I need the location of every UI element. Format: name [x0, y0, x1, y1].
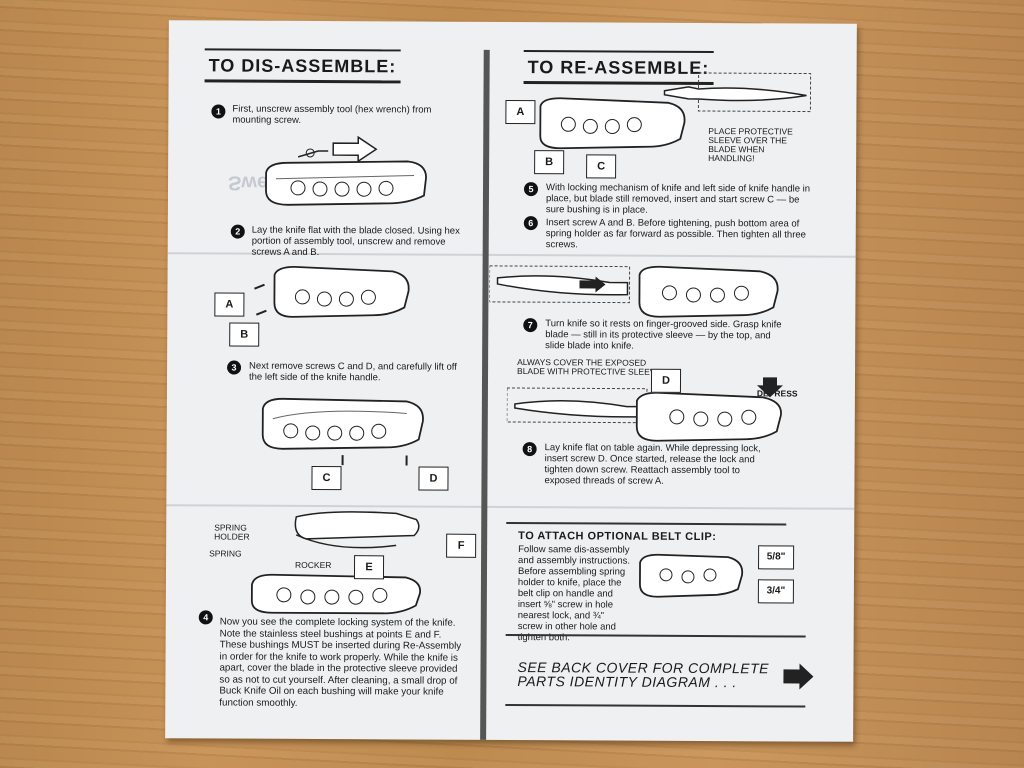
step-5-text: With locking mechanism of knife and left… [545, 182, 811, 216]
step-number: 1 [211, 104, 226, 119]
screw-size-5-8: 5/8" [758, 545, 795, 570]
screw-label-c: C [586, 154, 617, 179]
step-number: 4 [198, 610, 213, 625]
bottom-rule [505, 703, 806, 708]
belt-clip-text: Follow same dis-assembly and assembly in… [517, 544, 631, 644]
belt-clip-header: TO ATTACH OPTIONAL BELT CLIP: [518, 530, 717, 544]
screw-label-a: A [214, 292, 245, 317]
instruction-sheet: Sweater Knives TO DIS-ASSEMBLE: 1 First,… [165, 20, 857, 742]
screw-label-d: D [650, 368, 682, 393]
rocker-label: ROCKER [295, 559, 332, 571]
screw-size-3-4: 3/4" [757, 579, 794, 604]
step-number: 3 [227, 360, 242, 375]
bushing-label-f: F [446, 533, 477, 558]
knife-slide-blade-illustration [489, 265, 779, 318]
step-3-text: Next remove screws C and D, and carefull… [248, 360, 457, 384]
disassemble-header: TO DIS-ASSEMBLE: [204, 48, 401, 84]
step-8-text: Lay knife flat on table again. While dep… [544, 442, 761, 487]
knife-locking-system-illustration [250, 511, 422, 615]
screw-label-b: B [229, 322, 260, 347]
knife-belt-clip-illustration [639, 553, 744, 598]
clip-section-rule [506, 521, 787, 525]
step-number: 7 [523, 318, 538, 333]
step-number: 2 [230, 224, 245, 239]
screw-label-a: A [505, 99, 536, 125]
knife-screws-cd-illustration [261, 397, 424, 466]
step-number: 5 [523, 182, 539, 197]
step-2-text: Lay the knife flat with the blade closed… [251, 224, 460, 258]
knife-closed-illustration [265, 135, 427, 206]
step-number: 8 [522, 442, 537, 457]
back-cover-note: SEE BACK COVER FOR COMPLETE PARTS IDENTI… [517, 659, 770, 691]
screw-label-d: D [418, 466, 449, 491]
step-6-text: Insert screw A and B. Before tightening,… [545, 217, 806, 251]
spring-label: SPRING [209, 548, 242, 559]
step-7-text: Turn knife so it rests on finger-grooved… [545, 318, 782, 352]
step-number: 6 [523, 216, 538, 231]
knife-screws-ab-illustration [254, 265, 410, 318]
arrow-right-icon [783, 663, 814, 690]
screw-label-c: C [311, 465, 342, 491]
knife-blade-sleeve-illustration [663, 72, 812, 113]
sleeve-note: PLACE PROTECTIVE SLEEVE OVER THE BLADE W… [708, 126, 793, 164]
knife-reassembly-illustration [539, 97, 686, 150]
screw-label-b: B [534, 150, 565, 175]
step-4-text: Now you see the complete locking system … [219, 616, 462, 709]
bushing-label-e: E [353, 555, 385, 580]
spring-holder-label: SPRING HOLDER [214, 522, 250, 542]
column-divider [480, 49, 490, 740]
step-1-text: First, unscrew assembly tool (hex wrench… [232, 103, 432, 126]
knife-insert-screw-d-illustration [506, 377, 783, 442]
